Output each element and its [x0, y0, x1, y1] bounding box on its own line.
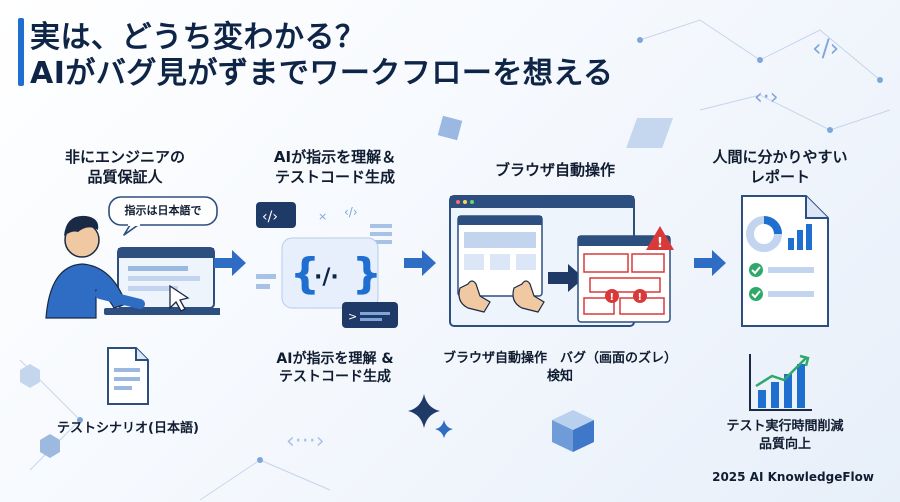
svg-text:}: }: [352, 249, 382, 298]
svg-text:!: !: [657, 236, 663, 251]
step3-label: ブラウザ自動操作: [494, 161, 615, 179]
alert-icon: [633, 289, 647, 303]
code-icon: ‹/› × ‹/› { ·/· } >: [256, 202, 398, 328]
svg-text:·/·: ·/·: [314, 265, 339, 290]
speech-bubble-text: 指示は日本語で: [124, 204, 202, 217]
flow-arrow-2: [404, 250, 436, 276]
svg-text:‹/›: ‹/›: [812, 34, 839, 62]
flow-arrow-1: [214, 250, 246, 276]
svg-text:×: ×: [318, 210, 327, 223]
ai-sublabel: AIが指示を理解 &テストコード生成: [276, 351, 394, 385]
report-sublabel: テスト実行時間削減品質向上: [726, 419, 844, 452]
svg-text:‹/›: ‹/›: [262, 209, 278, 225]
speech-bubble: [108, 196, 218, 236]
engineer-icon: [45, 215, 220, 319]
svg-text:!: !: [638, 292, 643, 303]
step2-label: AIが指示を理解＆テストコード生成: [273, 148, 397, 186]
warning-icon: [646, 226, 674, 250]
scenario-label: テストシナリオ(日本語): [57, 421, 199, 436]
code-glyph-icon: ‹/›: [812, 34, 839, 62]
cursor-icon: [169, 284, 190, 312]
footer-credit: 2025 AI KnowledgeFlow: [712, 470, 874, 484]
svg-text:‹···›: ‹···›: [286, 429, 325, 454]
browser-sublabel: ブラウザ自動操作 バグ（画面のズレ）検知: [442, 351, 677, 384]
svg-text:{: {: [290, 249, 320, 298]
code-glyph-icon: ‹·›: [754, 85, 779, 110]
svg-text:‹·›: ‹·›: [754, 85, 779, 110]
growth-chart-icon: [749, 354, 812, 411]
step4-label: 人間に分かりやすいレポート: [712, 148, 848, 186]
sparkle-icon: [408, 394, 453, 438]
browser-icon: ! ! !: [449, 195, 674, 327]
svg-text:‹/›: ‹/›: [344, 205, 358, 219]
alert-icon: [605, 289, 619, 303]
cube-icon: [552, 410, 594, 452]
report-icon: [741, 195, 829, 327]
code-glyph-icon: ‹···›: [286, 429, 325, 454]
svg-text:>: >: [348, 310, 357, 323]
page-title-line1: 実は、どうち変わかる？: [30, 20, 366, 55]
svg-text:!: !: [610, 292, 615, 303]
title-accent-bar: [18, 18, 24, 86]
step1-label: 非にエンジニアの品質保証人: [64, 148, 185, 186]
check-icon: [749, 287, 763, 301]
page-title-line2: AIがバグ見がずまでワークフローを想える: [30, 56, 614, 91]
document-icon: [107, 347, 149, 405]
flow-arrow-3: [694, 250, 726, 276]
check-icon: [749, 263, 763, 277]
